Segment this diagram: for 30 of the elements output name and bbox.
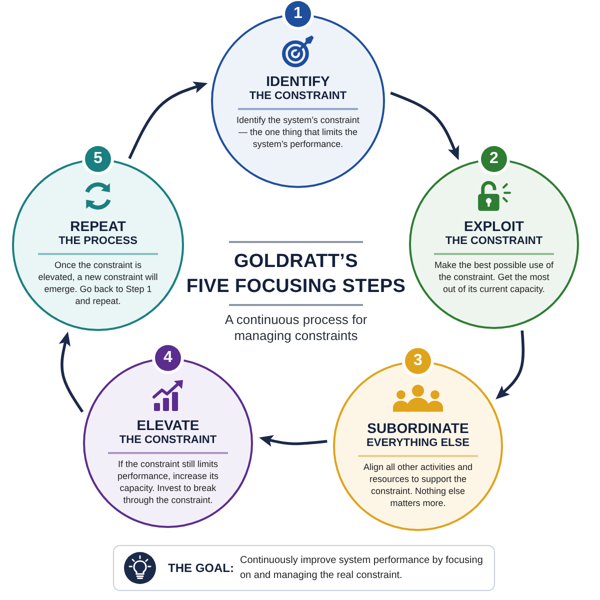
step-description: Make the best possible use of the constraint. Get the most out of its current capacity.	[433, 259, 555, 295]
step-title: SUBORDINATE	[367, 420, 469, 437]
goal-text: Continuously improve system performance by focusing on and managing the real constraint.	[240, 554, 484, 583]
step-number-badge: 5	[85, 146, 111, 172]
diagram-subtitle: A continuous process for managing constraints	[224, 312, 368, 344]
step-number-badge: 4	[155, 345, 181, 371]
goal-panel	[113, 545, 495, 591]
step-number-badge: 2	[481, 146, 507, 172]
step-number-badge: 1	[285, 1, 311, 27]
step-description: Once the constraint is elevated, a new constraint will emerge. Go back to Step 1 and repeat.	[37, 259, 159, 307]
step-title: ELEVATE	[136, 417, 200, 434]
step-subtitle: THE PROCESS	[58, 235, 138, 248]
goal-label: THE GOAL:	[168, 560, 234, 574]
step-description: If the constraint still limits performance, increase its capacity. Invest to break through the constraint.	[116, 458, 220, 506]
step-description: Align all other activities and resources to support the constraint. Nothing else matters more.	[362, 461, 474, 509]
cycle-arrow	[58, 332, 84, 413]
step-title: IDENTIFY	[266, 73, 330, 90]
step-description: Identify the system’s constraint — the one thing that limits the system’s performance.	[236, 114, 360, 150]
step-title: EXPLOIT	[464, 218, 524, 235]
cycle-arrow	[128, 82, 208, 160]
step-subtitle: THE CONSTRAINT	[119, 434, 217, 447]
cycle-arrow	[496, 330, 525, 400]
cycle-arrow	[390, 92, 459, 160]
step-subtitle: THE CONSTRAINT	[249, 90, 347, 103]
diagram-title: GOLDRATT’S FIVE FOCUSING STEPS	[186, 250, 406, 299]
cycle-arrow	[259, 435, 328, 447]
step-title: REPEAT	[70, 218, 126, 235]
step-subtitle: THE CONSTRAINT	[445, 235, 543, 248]
step-subtitle: EVERYTHING ELSE	[366, 437, 470, 450]
step-number-badge: 3	[405, 348, 431, 374]
